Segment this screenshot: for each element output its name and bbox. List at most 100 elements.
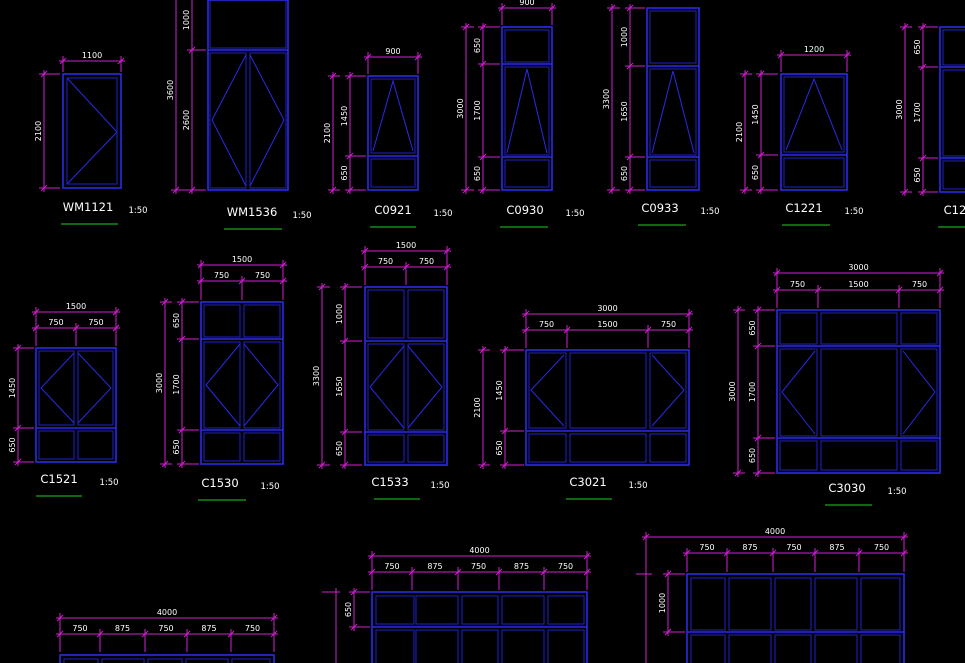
dimension-tick: [178, 460, 186, 468]
dimension-tick: [757, 70, 765, 78]
frame-line: [649, 68, 697, 156]
dimension-text: 650: [495, 440, 504, 455]
frame-line: [77, 350, 114, 426]
dimension-text: 3000: [848, 263, 868, 272]
frame-line: [942, 29, 965, 66]
dimension-tick: [608, 186, 616, 194]
frame-line: [243, 304, 281, 338]
dimension-tick: [361, 263, 369, 271]
opening-line: [781, 350, 816, 435]
dimension-tick: [227, 630, 235, 638]
dimension-tick: [495, 568, 503, 576]
dimension-text: 875: [115, 624, 130, 633]
dimension-tick: [178, 426, 186, 434]
frame-line: [779, 348, 818, 437]
opening-line: [785, 77, 843, 151]
dimension-tick: [741, 70, 749, 78]
frame-line: [860, 577, 901, 631]
dimension-tick: [626, 153, 634, 161]
scale-label: 1:50: [99, 478, 118, 488]
dimension-tick: [117, 57, 125, 65]
dimension-tick: [479, 461, 487, 469]
dimension-tick: [548, 4, 556, 12]
dimension-text: 4000: [469, 546, 489, 555]
dimension-text: 3000: [155, 373, 164, 393]
dimension-tick: [364, 53, 372, 61]
dimension-tick: [811, 549, 819, 557]
frame-line: [528, 433, 567, 463]
frame-line: [370, 158, 416, 188]
dimension-text: 1500: [848, 280, 868, 289]
window-code-label: C1521: [40, 472, 77, 486]
frame-line: [101, 658, 145, 663]
dimension-tick: [172, 186, 180, 194]
dimension-text: 3000: [456, 98, 465, 118]
dimension-text: 650: [913, 39, 922, 54]
opening-line: [40, 352, 75, 424]
dimension-tick: [540, 568, 548, 576]
opening-line: [77, 352, 112, 424]
dimension-tick: [664, 628, 672, 636]
dimension-text: 1450: [340, 106, 349, 126]
dimension-tick: [414, 53, 422, 61]
frame-line: [686, 573, 905, 663]
dimension-text: 3300: [602, 89, 611, 109]
scale-label: 1:50: [628, 481, 647, 491]
dimension-text: 1000: [658, 593, 667, 613]
dimension-text: 650: [172, 313, 181, 328]
dimension-tick: [161, 298, 169, 306]
frame-line: [779, 440, 818, 471]
scale-label: 1:50: [430, 481, 449, 491]
frame-line: [783, 157, 845, 188]
opening-line: [530, 354, 565, 427]
frame-line: [939, 26, 965, 193]
dimension-tick: [318, 461, 326, 469]
dimension-text: 750: [471, 562, 486, 571]
window-code-label: C0921: [374, 203, 411, 217]
scale-label: 1:50: [887, 487, 906, 497]
dimension-tick: [734, 306, 742, 314]
dimension-text: 750: [558, 562, 573, 571]
dimension-tick: [443, 247, 451, 255]
dimension-text: 1000: [182, 10, 191, 30]
dimension-tick: [754, 469, 762, 477]
dimension-tick: [583, 552, 591, 560]
frame-line: [501, 26, 553, 191]
dimension-tick: [754, 434, 762, 442]
dimension-tick: [32, 308, 40, 316]
dimension-tick: [141, 630, 149, 638]
dimension-tick: [443, 263, 451, 271]
dimension-text: 650: [748, 448, 757, 463]
dimension-tick: [608, 4, 616, 12]
dimension-text: 900: [519, 0, 534, 7]
dimension-tick: [855, 549, 863, 557]
scale-label: 1:50: [433, 209, 452, 219]
dimension-text: 750: [72, 624, 87, 633]
dimension-text: 3000: [597, 304, 617, 313]
dimension-tick: [350, 588, 358, 596]
dimension-text: 3600: [166, 80, 175, 100]
opening-line: [211, 54, 247, 187]
dimension-text: 2100: [323, 123, 332, 143]
dimension-tick: [936, 269, 944, 277]
frame-line: [367, 343, 405, 431]
dimension-tick: [626, 62, 634, 70]
dimension-tick: [498, 4, 506, 12]
opening-line: [651, 354, 685, 427]
frame-line: [407, 434, 445, 463]
frame-line: [646, 7, 700, 191]
dimension-text: 750: [158, 624, 173, 633]
dimension-text: 1000: [620, 27, 629, 47]
dimension-tick: [900, 549, 908, 557]
frame-line: [900, 440, 938, 471]
frame-line: [569, 433, 647, 463]
dimension-text: 750: [48, 318, 63, 327]
dimension-tick: [895, 286, 903, 294]
dimension-tick: [341, 283, 349, 291]
frame-line: [63, 658, 99, 663]
scale-label: 1:50: [128, 206, 147, 216]
dimension-tick: [402, 263, 410, 271]
frame-line: [231, 658, 271, 663]
